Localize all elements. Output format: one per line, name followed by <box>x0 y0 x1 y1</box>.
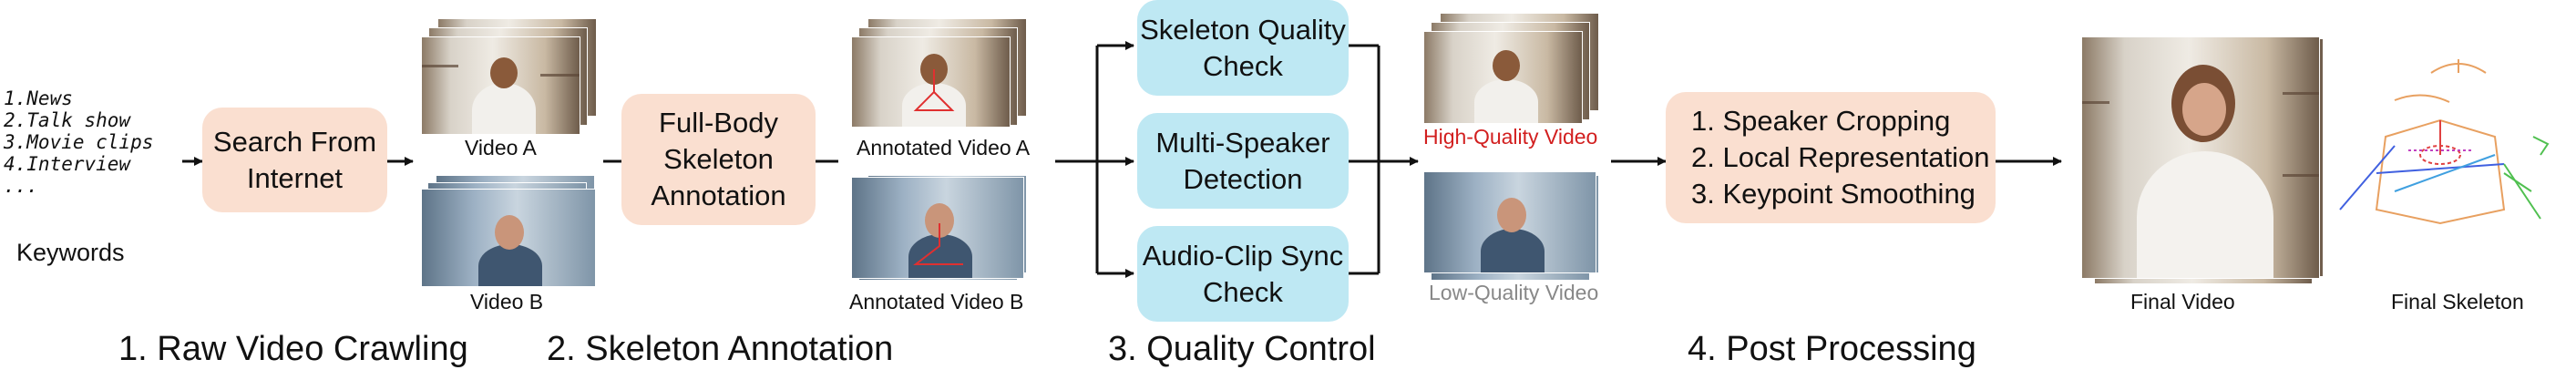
final-video-label: Final Video <box>2130 290 2235 313</box>
box-line: Detection <box>1183 162 1303 195</box>
box-line: Skeleton Quality <box>1140 13 1346 46</box>
box-line: Search From <box>212 125 377 158</box>
final-skeleton-figure <box>2339 59 2550 225</box>
keyword-item: ... <box>4 175 38 197</box>
box-line: Full-Body <box>659 107 778 139</box>
keyword-item: 3.Movie clips <box>4 131 154 153</box>
video-b-label: Video B <box>470 290 544 313</box>
box-line: Multi-Speaker <box>1155 126 1330 159</box>
post-step-item: 2. Local Representation <box>1691 141 1990 173</box>
stage-2-title: 2. Skeleton Annotation <box>547 330 894 368</box>
keywords-list: 1.News 2.Talk show 3.Movie clips 4.Inter… <box>4 87 153 197</box>
keyword-item: 4.Interview <box>4 153 131 175</box>
keyword-item: 2.Talk show <box>4 109 131 131</box>
box-line: Annotation <box>651 180 786 211</box>
low-quality-video-label: Low-Quality Video <box>1429 281 1599 304</box>
post-step-item: 1. Speaker Cropping <box>1691 105 1951 137</box>
stage-3-title: 3. Quality Control <box>1108 330 1376 368</box>
stage-4-title: 4. Post Processing <box>1688 330 1976 368</box>
high-quality-video-label: High-Quality Video <box>1423 125 1598 149</box>
keyword-item: 1.News <box>4 87 73 109</box>
stage-1-title: 1. Raw Video Crawling <box>118 330 468 368</box>
post-processing-steps-box: 1. Speaker Cropping 2. Local Representat… <box>1666 92 1996 223</box>
annotated-video-b-label: Annotated Video B <box>849 290 1024 313</box>
full-body-skeleton-annotation-box: Full-Body Skeleton Annotation <box>621 94 816 225</box>
post-step-item: 3. Keypoint Smoothing <box>1691 178 1976 210</box>
box-line: Audio-Clip Sync <box>1142 239 1344 272</box>
keywords-label: Keywords <box>16 239 125 266</box>
box-line: Check <box>1203 49 1283 82</box>
video-a-label: Video A <box>465 136 537 159</box>
annotated-video-a-label: Annotated Video A <box>857 136 1031 159</box>
box-line: Check <box>1203 275 1283 308</box>
final-skeleton-label: Final Skeleton <box>2391 290 2524 313</box>
box-line: Skeleton <box>663 143 774 175</box>
box-line: Internet <box>246 161 344 194</box>
